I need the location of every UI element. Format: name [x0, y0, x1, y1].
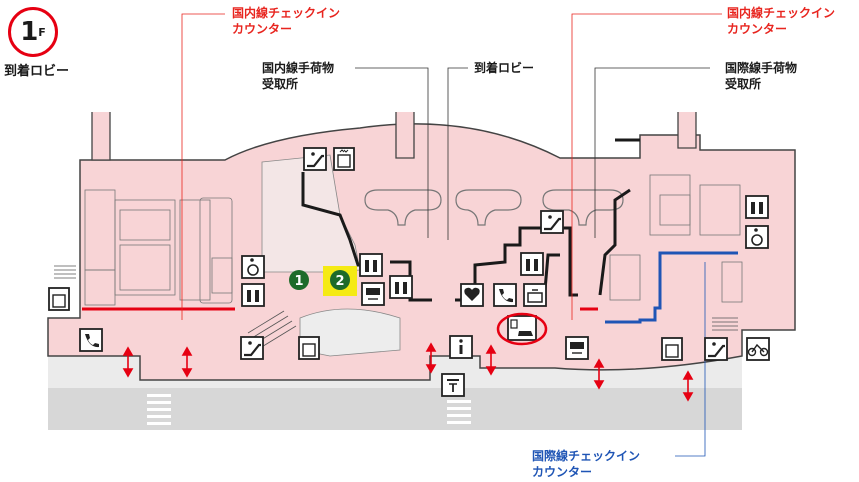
- crosswalk-left: [147, 394, 171, 425]
- terminal-building: [47, 123, 796, 381]
- restroom-icon: [520, 252, 544, 276]
- restroom-icon: [359, 253, 383, 277]
- intl-baggage-line1: 国際線手荷物: [725, 61, 798, 75]
- atm-icon: [361, 282, 385, 306]
- intl-baggage-line2: 受取所: [725, 77, 762, 91]
- tower-center: [395, 112, 415, 159]
- escalator-icon: [704, 337, 728, 361]
- lobby-curve-zone: [299, 308, 401, 357]
- escalator-icon: [540, 210, 564, 234]
- elevator-icon: [48, 287, 70, 311]
- domestic-checkin-right-line2: カウンター: [727, 22, 788, 36]
- callout-leader-lines: [181, 13, 722, 457]
- intl-counter: [605, 251, 738, 324]
- atm-icon: [565, 336, 589, 360]
- elevator-icon: [661, 337, 683, 361]
- entrance-arrows: [122, 342, 694, 402]
- floor-area-label: 到着ロビー: [4, 64, 70, 79]
- information-icon: [449, 335, 473, 359]
- floor-suffix: F: [38, 26, 46, 39]
- locker-icon: [523, 283, 547, 307]
- gate-1-label: 1: [294, 274, 303, 289]
- domestic-baggage-line2: 受取所: [262, 77, 299, 91]
- bicycle-icon: [746, 337, 770, 361]
- telephone-icon: [79, 328, 103, 352]
- domestic-checkin-left-line2: カウンター: [232, 22, 293, 36]
- domestic-checkin-left-line1: 国内線チェックイン: [232, 6, 341, 20]
- office-blocks-right: [609, 174, 743, 303]
- office-blocks-left: [84, 189, 233, 306]
- floor-badge: 1F: [8, 7, 58, 57]
- tower-left: [91, 112, 111, 161]
- restroom-icon: [241, 283, 265, 307]
- intl-checkin-line2: カウンター: [532, 465, 593, 479]
- intl-checkin-line1: 国際線チェックイン: [532, 449, 641, 463]
- bus-stop-icon: [441, 373, 465, 397]
- restroom-icon: [389, 275, 413, 299]
- gate-1-marker: [289, 270, 309, 290]
- escalator-icon: [240, 336, 264, 360]
- highlight-circle: [496, 312, 548, 346]
- wheelchair-icon: [745, 225, 769, 249]
- domestic-baggage-line1: 国内線手荷物: [262, 61, 335, 75]
- corridor-zone: [261, 154, 361, 273]
- floor-number: 1: [20, 17, 39, 47]
- domestic-checkin-right-line1: 国内線チェックイン: [727, 6, 836, 20]
- tower-right: [677, 112, 697, 149]
- gate-2-marker: [330, 270, 350, 290]
- heart-icon: [460, 283, 484, 307]
- wheelchair-icon: [241, 255, 265, 279]
- elevator-icon: [298, 336, 320, 360]
- crosswalk-right: [447, 400, 471, 424]
- restroom-icon: [745, 195, 769, 219]
- telephone-icon: [493, 283, 517, 307]
- escalator-icon: [303, 147, 327, 171]
- elevator-icon: [333, 147, 355, 171]
- arrival-lobby-label: 到着ロビー: [474, 61, 535, 75]
- car-rental-icon: [507, 315, 537, 341]
- gate-2-label: 2: [335, 274, 344, 289]
- baggage-carousels: [364, 189, 624, 226]
